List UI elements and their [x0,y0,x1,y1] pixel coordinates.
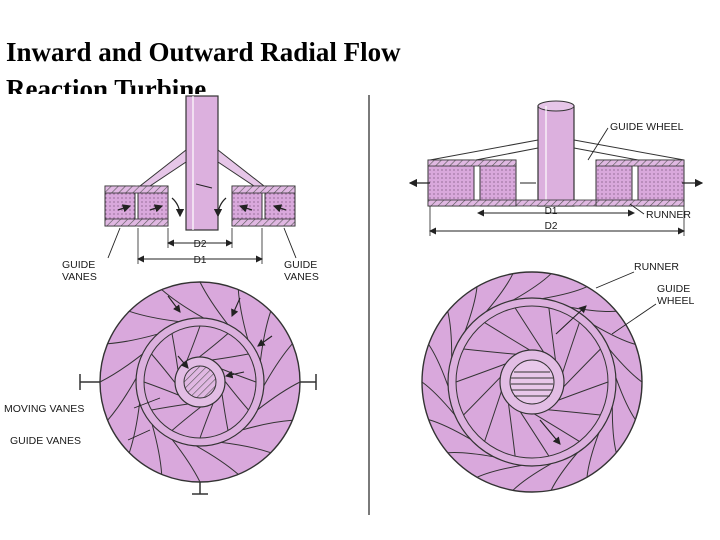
outward-runner-label: RUNNER [634,261,679,273]
guide-vane [129,310,179,323]
guide-wheel-vane [463,348,517,355]
outward-guide-wheel-label-2: WHEEL [657,295,695,307]
guide-vane [221,441,271,454]
guide-vane [242,419,293,431]
inward-d2-label: D2 [194,239,207,250]
runner-vane [611,406,617,453]
guide-vane [263,343,293,386]
guide-wheel-vane [547,409,601,416]
guide-wheel-vane [519,411,550,457]
guide-vane [128,403,141,453]
guide-vane [259,311,272,361]
inward-guide-vanes-right-1: GUIDE [284,259,317,271]
guide-wheel-vane [548,307,556,361]
outward-side-section: GUIDE WHEEL RUNNER D1 D2 [408,100,704,236]
moving-vane [186,325,201,361]
runner-vane [586,432,600,478]
outward-plan-view: RUNNER GUIDE WHEEL [421,261,695,493]
runner-vane [542,286,588,300]
guide-wheel-vane [534,413,580,442]
runner-vane [609,348,643,383]
guide-wheel-vane [508,403,516,457]
moving-vane [171,406,202,431]
guide-wheel-vane [455,363,506,383]
moving-vane [151,353,176,384]
inward-guide-vanes-label: GUIDE VANES [10,435,81,447]
runner-vane [615,377,636,420]
inward-guide-vanes-right-2: VANES [284,271,319,283]
inward-guide-vanes-left-1: GUIDE [62,259,95,271]
runner-vane [486,273,514,312]
outward-runner-top-label: RUNNER [646,209,691,221]
guide-wheel-vane [463,376,501,416]
guide-vane [199,281,229,325]
runner-vane [512,463,552,491]
outward-d2-label: D2 [545,221,558,232]
guide-wheel-vane [563,348,601,388]
guide-vane [107,378,137,421]
inward-moving-vanes-label: MOVING VANES [4,403,84,415]
outward-d1-label: D1 [545,206,558,217]
title-line-2: Reaction Turbine [6,74,207,94]
moving-vane [143,381,179,396]
outward-guide-wheel-label-1: GUIDE [657,283,690,295]
inward-side-section: D2 D1 GUIDE VANES GUIDE VANES [62,95,319,283]
guide-wheel-vane [562,322,580,373]
guide-vane [99,353,143,383]
runner-vane [570,306,617,312]
moving-vane [151,403,189,411]
runner-vane [428,419,471,440]
runner-vane [550,452,578,491]
moving-vane [221,368,257,383]
runner-vane [512,273,552,301]
guide-wheel-vane [484,391,502,442]
runner-vane [476,464,522,478]
guide-vane [107,333,158,345]
title-line-1: Inward and Outward Radial Flow [6,37,401,67]
outward-guide-wheel-top-label: GUIDE WHEEL [610,121,684,133]
inward-d1-label: D1 [194,255,207,266]
guide-vane [161,289,204,319]
guide-vane [237,289,249,340]
guide-vane [151,424,163,475]
moving-vane [171,333,179,371]
moving-vane [198,333,229,358]
outward-shaft-lines [511,371,553,397]
runner-vane [464,286,478,332]
moving-vane [211,353,249,361]
runner-vane [421,381,455,416]
guide-vane [257,381,301,411]
guide-vane [196,445,239,475]
runner-vane [428,344,449,387]
moving-vane [199,403,214,439]
inward-plan-view: MOVING VANES GUIDE VANES [4,281,317,495]
runner-vane [447,311,453,358]
guide-wheel-vane [484,322,530,351]
page-title: Inward and Outward Radial Flow Reaction … [6,34,706,94]
inward-guide-vanes-left-2: VANES [62,271,97,283]
runner-vane [593,324,636,345]
guide-wheel-vane [514,307,545,353]
guide-wheel-vane [558,381,609,401]
moving-vane [224,380,249,411]
moving-vane [221,393,229,431]
runner-vane [447,452,494,458]
guide-vane [171,439,201,483]
